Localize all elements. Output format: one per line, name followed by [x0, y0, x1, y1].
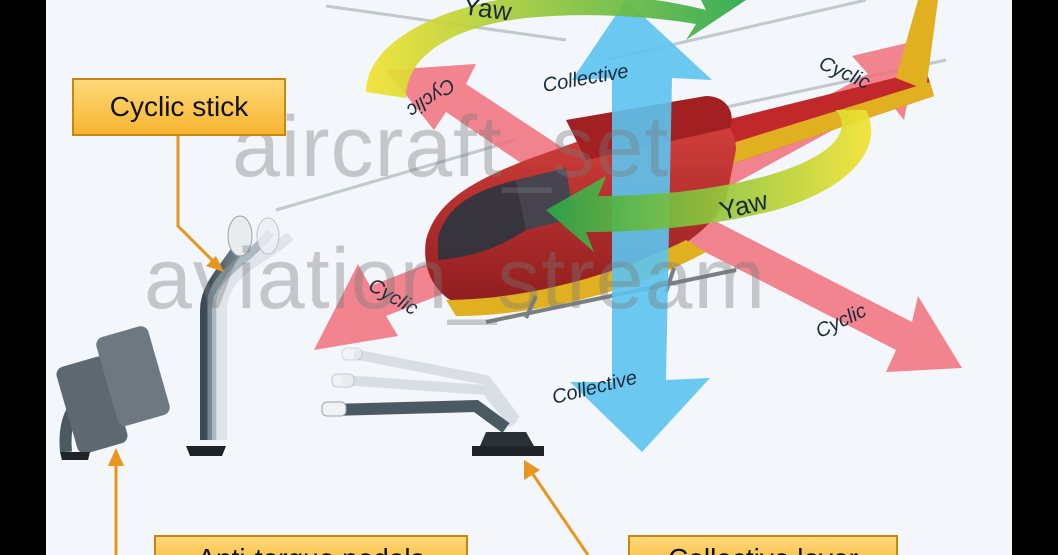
- tail-fin: [896, 0, 938, 90]
- cyclic-arrow-bottom-right: [666, 204, 962, 372]
- anti-torque-pedals-illustration: [56, 326, 170, 460]
- collective-lever-label: Collective lever: [628, 535, 898, 555]
- cyclic-stick-label: Cyclic stick: [72, 78, 286, 136]
- cyclic-arrow-top-left: [386, 64, 566, 180]
- helicopter-controls-diagram: Yaw Yaw Collective Collective Cyclic Cyc…: [56, 0, 962, 555]
- collective-lever-illustration: [321, 347, 544, 456]
- cyclic-stick-illustration: [186, 215, 294, 456]
- yaw-arrow-right: [546, 110, 872, 252]
- helicopter: [425, 0, 938, 324]
- anti-torque-pedals-label: Anti-torque pedals: [154, 535, 468, 555]
- diagram-frame: Yaw Yaw Collective Collective Cyclic Cyc…: [46, 0, 1012, 555]
- windshield: [438, 180, 526, 260]
- yaw-arrow-top: [366, 0, 746, 98]
- leader-lines: [108, 136, 590, 555]
